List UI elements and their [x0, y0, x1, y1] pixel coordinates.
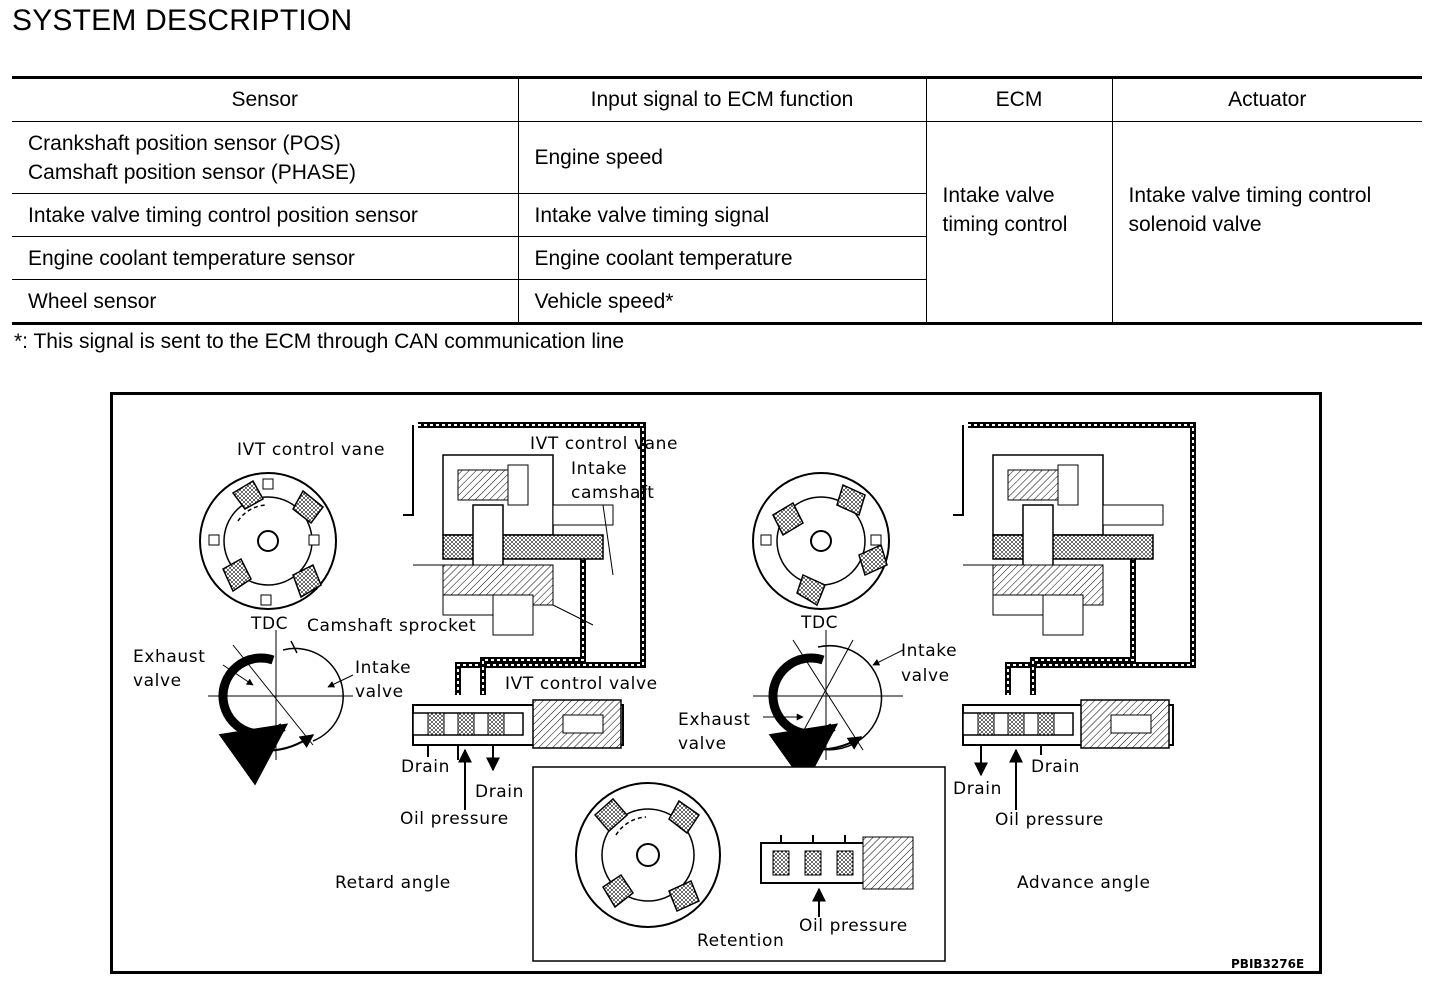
label-retard-angle: Retard angle: [335, 873, 451, 893]
label-oil-pressure-left: Oil pressure: [400, 809, 509, 829]
actuator-text: solenoid valve: [1128, 213, 1262, 236]
label-camshaft: camshaft: [571, 483, 655, 503]
signal-cell: Engine speed: [517, 121, 926, 194]
label-exhaust-left: Exhaust: [133, 647, 206, 667]
sensor-cell: Intake valve timing control position sen…: [12, 193, 518, 237]
label-oil-pressure-right: Oil pressure: [995, 810, 1104, 830]
label-exhaust-right: Exhaust: [678, 710, 751, 730]
table-row: Intake valve timing control position sen…: [12, 193, 1422, 237]
label-oil-pressure-center: Oil pressure: [799, 916, 908, 936]
label-tdc-right: TDC: [801, 613, 839, 633]
ecm-text: Intake valve: [942, 184, 1055, 207]
left-vane-rotor: [199, 472, 337, 610]
label-intake-left: Intake: [355, 658, 412, 678]
sensor-text: Crankshaft position sensor (POS): [28, 131, 341, 155]
table-row: Crankshaft position sensor (POS) Camshaf…: [12, 121, 1422, 325]
label-exhaust-left-valve: valve: [133, 671, 182, 691]
label-drain: Drain: [475, 782, 524, 802]
label-drain: Drain: [953, 779, 1002, 799]
system-table: Sensor Input signal to ECM function ECM …: [12, 76, 1422, 325]
left-ivt-section: [403, 422, 646, 695]
header-sensor: Sensor: [12, 76, 518, 122]
actuator-text: Intake valve timing control: [1128, 184, 1372, 207]
ecm-text: timing control: [942, 213, 1068, 236]
sensor-cell: Crankshaft position sensor (POS) Camshaf…: [12, 121, 518, 194]
label-ivt-control-valve: IVT control valve: [505, 674, 658, 694]
signal-cell: Intake valve timing signal: [517, 193, 926, 237]
label-tdc-left: TDC: [251, 614, 289, 634]
table-header-row: Sensor Input signal to ECM function ECM …: [12, 76, 1422, 122]
ivt-system-figure: IVT control vane IVT control vane Intake…: [110, 392, 1322, 974]
header-ecm: ECM: [925, 76, 1112, 122]
right-ivt-section: [953, 422, 1196, 695]
label-intake-right: Intake: [901, 641, 958, 661]
header-input-signal: Input signal to ECM function: [517, 76, 926, 122]
sensor-text: Camshaft position sensor (PHASE): [28, 160, 356, 184]
figure-code: PBIB3276E: [1231, 957, 1305, 971]
footnote: *: This signal is sent to the ECM throug…: [14, 330, 625, 353]
label-drain: Drain: [401, 757, 450, 777]
right-vane-rotor: [752, 472, 890, 610]
table-row: Wheel sensor Vehicle speed*: [12, 279, 1422, 325]
ivt-diagram-drawing: [199, 422, 1196, 962]
ecm-cell: Intake valve timing control: [925, 121, 1112, 325]
label-ivt-control-vane-center: IVT control vane: [530, 434, 679, 454]
label-drain: Drain: [1031, 757, 1080, 777]
actuator-cell: Intake valve timing control solenoid val…: [1111, 121, 1422, 325]
label-ivt-control-vane-left: IVT control vane: [237, 440, 386, 460]
label-intake-left-valve: valve: [355, 682, 404, 702]
signal-cell: Vehicle speed*: [517, 279, 926, 325]
left-ivt-control-valve: [412, 699, 624, 810]
table-row: Engine coolant temperature sensor Engine…: [12, 236, 1422, 280]
right-timing-diagram: [753, 630, 904, 786]
page-title: SYSTEM DESCRIPTION: [12, 4, 353, 37]
label-advance-angle: Advance angle: [1017, 873, 1151, 893]
label-camshaft-sprocket: Camshaft sprocket: [307, 616, 477, 636]
sensor-cell: Engine coolant temperature sensor: [12, 236, 518, 280]
sensor-cell: Wheel sensor: [12, 279, 518, 325]
label-retention: Retention: [697, 931, 785, 951]
label-exhaust-right-valve: valve: [678, 734, 727, 754]
label-intake-right-valve: valve: [901, 666, 950, 686]
retention-box: [532, 766, 946, 962]
header-actuator: Actuator: [1111, 76, 1422, 122]
label-intake: Intake: [571, 459, 628, 479]
right-ivt-control-valve: [962, 699, 1174, 810]
left-timing-diagram: [208, 630, 354, 786]
signal-cell: Engine coolant temperature: [517, 236, 926, 280]
